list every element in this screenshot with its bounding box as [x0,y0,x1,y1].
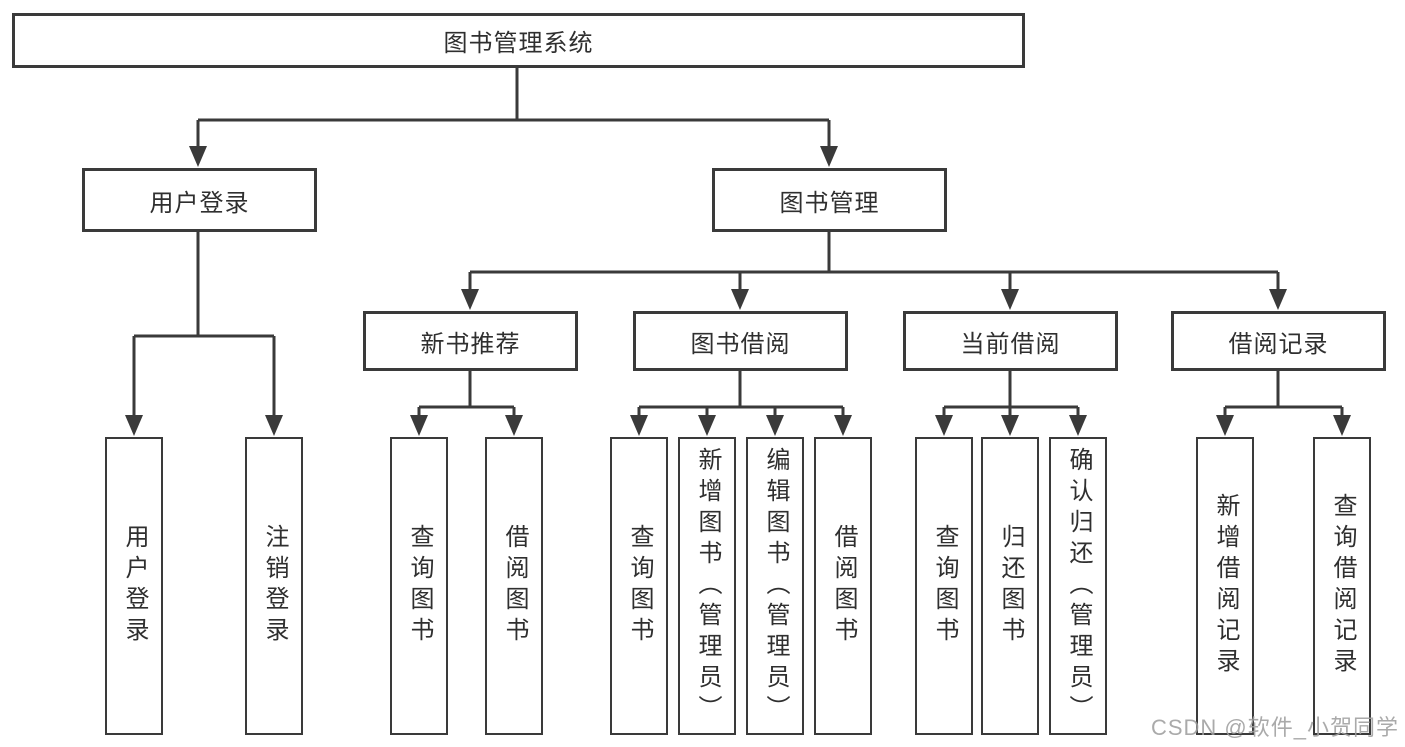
leaf-logout: 注销登录 [245,437,303,735]
arrowhead [935,415,953,436]
node-current-borrowing: 当前借阅 [903,311,1118,371]
arrowhead [1333,415,1351,436]
arrowhead [766,415,784,436]
node-new-book-recommendation: 新书推荐 [363,311,578,371]
arrowhead [461,289,479,310]
leaf-label: 归还图书 [997,524,1024,648]
leaf-label: 注销登录 [261,524,288,648]
arrowhead [1001,415,1019,436]
connector-root [196,68,831,149]
leaf-label: 查询借阅记录 [1329,493,1356,679]
arrowhead [1069,415,1087,436]
arrowhead [698,415,716,436]
node-borrowing-records: 借阅记录 [1171,311,1386,371]
node-user-login: 用户登录 [82,168,317,232]
arrowhead [125,415,143,436]
connector-book-management [468,232,1280,291]
connector-borrowing-records [1223,371,1344,417]
connector-current-borrowing [942,371,1080,417]
leaf-borrow-books-recommend: 借阅图书 [485,437,543,735]
leaf-add-borrow-record: 新增借阅记录 [1196,437,1254,735]
leaf-label: 查询图书 [406,524,433,648]
leaf-user-login: 用户登录 [105,437,163,735]
arrowhead [834,415,852,436]
arrowhead [505,415,523,436]
arrowheads [125,146,1351,436]
arrowhead [1269,289,1287,310]
leaf-borrow-books-borrowing: 借阅图书 [814,437,872,735]
leaf-edit-book-admin: 编辑图书（管理员） [746,437,804,735]
leaf-label: 借阅图书 [830,524,857,648]
leaf-label: 编辑图书（管理员） [762,446,789,726]
arrowhead [630,415,648,436]
leaf-confirm-return-admin: 确认归还（管理员） [1049,437,1107,735]
leaf-query-books-current: 查询图书 [915,437,973,735]
connector-new-book [417,371,516,417]
arrowhead [1001,289,1019,310]
node-book-management: 图书管理 [712,168,947,232]
leaf-query-borrow-record: 查询借阅记录 [1313,437,1371,735]
arrowhead [265,415,283,436]
leaf-label: 查询图书 [626,524,653,648]
watermark: CSDN @软件_小贺同学 [1150,715,1399,740]
leaf-label: 新增图书（管理员） [694,446,721,726]
connector-book-borrowing [637,371,845,417]
leaf-query-books-borrowing: 查询图书 [610,437,668,735]
leaf-label: 确认归还（管理员） [1065,446,1092,726]
node-book-borrowing: 图书借阅 [633,311,848,371]
arrowhead [1216,415,1234,436]
leaf-return-book: 归还图书 [981,437,1039,735]
node-root: 图书管理系统 [12,13,1025,68]
arrowhead [731,289,749,310]
arrowhead [820,146,838,167]
arrowhead [410,415,428,436]
arrowhead [189,146,207,167]
connector-user-login [132,232,276,417]
leaf-label: 借阅图书 [501,524,528,648]
leaf-add-book-admin: 新增图书（管理员） [678,437,736,735]
leaf-query-books-recommend: 查询图书 [390,437,448,735]
leaf-label: 查询图书 [931,524,958,648]
leaf-label: 用户登录 [121,524,148,648]
connector-paths [132,68,1344,417]
leaf-label: 新增借阅记录 [1212,493,1239,679]
